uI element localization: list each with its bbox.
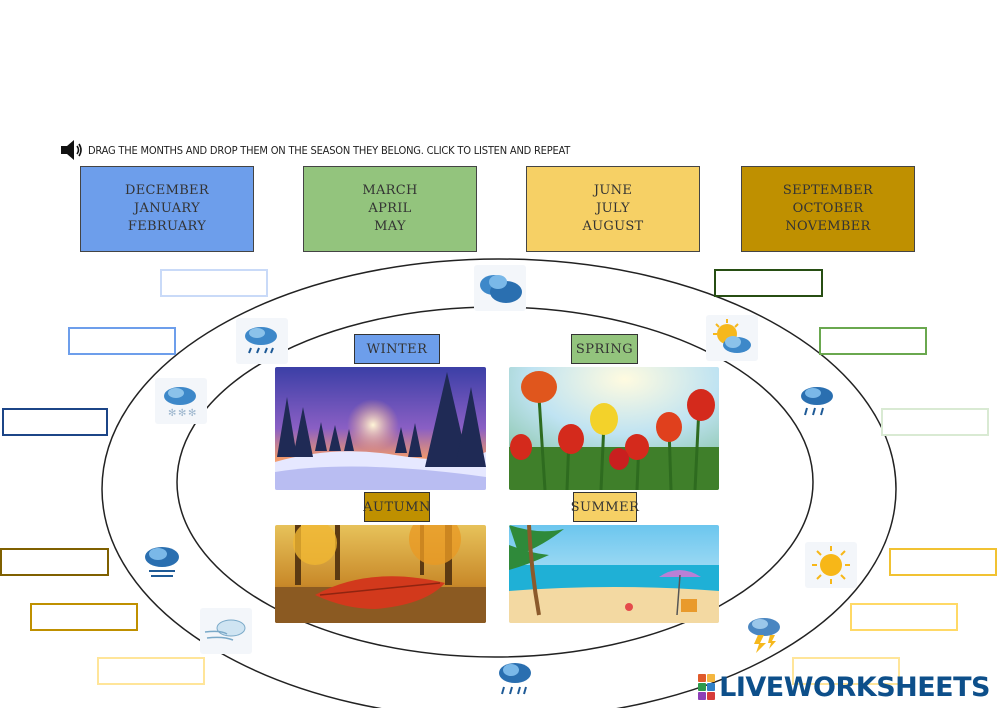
drop-zone-autumn-1[interactable] bbox=[0, 548, 109, 576]
instruction-text: DRAG THE MONTHS AND DROP THEM ON THE SEA… bbox=[88, 143, 571, 157]
month-september[interactable]: SEPTEMBER bbox=[782, 183, 874, 198]
svg-text:✻: ✻ bbox=[188, 408, 196, 419]
month-group-autumn[interactable]: SEPTEMBER OCTOBER NOVEMBER bbox=[741, 166, 915, 252]
drop-zone-autumn-2[interactable] bbox=[30, 603, 138, 631]
month-december[interactable]: DECEMBER bbox=[125, 183, 209, 198]
autumn-image bbox=[275, 525, 486, 623]
clouds-icon bbox=[474, 265, 526, 311]
month-march[interactable]: MARCH bbox=[362, 183, 418, 198]
sun-icon bbox=[805, 542, 857, 588]
drop-zone-summer-3[interactable] bbox=[792, 657, 900, 685]
month-january[interactable]: JANUARY bbox=[134, 201, 200, 216]
storm-cloud-icon bbox=[737, 610, 789, 656]
month-february[interactable]: FEBRUARY bbox=[127, 219, 207, 234]
month-july[interactable]: JULY bbox=[596, 201, 630, 216]
svg-text:✻: ✻ bbox=[178, 408, 186, 419]
drop-zone-spring-2[interactable] bbox=[819, 327, 927, 355]
sleet-cloud-icon bbox=[136, 540, 188, 586]
month-april[interactable]: APRIL bbox=[368, 201, 412, 216]
instruction-bar: DRAG THE MONTHS AND DROP THEM ON THE SEA… bbox=[60, 138, 570, 162]
logo-blocks-icon bbox=[698, 674, 716, 700]
snow-rain-icon bbox=[489, 658, 541, 704]
sun-cloud-icon bbox=[706, 315, 758, 361]
drop-zone-winter-3[interactable] bbox=[2, 408, 108, 436]
summer-image bbox=[509, 525, 719, 623]
drop-zone-spring-1[interactable] bbox=[714, 269, 823, 297]
rain-cloud-icon bbox=[236, 318, 288, 364]
brand-name: LIVEWORKSHEETS bbox=[719, 671, 990, 703]
month-november[interactable]: NOVEMBER bbox=[785, 219, 871, 234]
month-group-spring[interactable]: MARCH APRIL MAY bbox=[303, 166, 477, 252]
winter-image bbox=[275, 367, 486, 490]
drop-zone-summer-2[interactable] bbox=[850, 603, 958, 631]
season-label-autumn: AUTUMN bbox=[363, 492, 430, 522]
month-group-winter[interactable]: DECEMBER JANUARY FEBRUARY bbox=[80, 166, 254, 252]
svg-text:✻: ✻ bbox=[168, 408, 176, 419]
speaker-icon[interactable] bbox=[60, 139, 86, 161]
month-june[interactable]: JUNE bbox=[593, 183, 633, 198]
month-august[interactable]: AUGUST bbox=[582, 219, 644, 234]
drop-zone-winter-1[interactable] bbox=[160, 269, 268, 297]
month-group-summer[interactable]: JUNE JULY AUGUST bbox=[526, 166, 700, 252]
outer-ellipse bbox=[101, 258, 897, 708]
month-october[interactable]: OCTOBER bbox=[792, 201, 864, 216]
drop-zone-summer-1[interactable] bbox=[889, 548, 997, 576]
wind-icon bbox=[200, 608, 252, 654]
liveworksheets-logo: LIVEWORKSHEETS bbox=[698, 670, 990, 704]
snow-cloud-icon: ✻✻✻ bbox=[155, 378, 207, 424]
drop-zone-winter-2[interactable] bbox=[68, 327, 176, 355]
month-may[interactable]: MAY bbox=[374, 219, 406, 234]
heavy-rain-icon bbox=[792, 378, 844, 424]
season-label-spring: SPRING bbox=[571, 334, 638, 364]
drop-zone-spring-3[interactable] bbox=[881, 408, 989, 436]
season-label-winter: WINTER bbox=[354, 334, 440, 364]
season-label-summer: SUMMER bbox=[571, 492, 639, 522]
drop-zone-autumn-3[interactable] bbox=[97, 657, 205, 685]
spring-image bbox=[509, 367, 719, 490]
